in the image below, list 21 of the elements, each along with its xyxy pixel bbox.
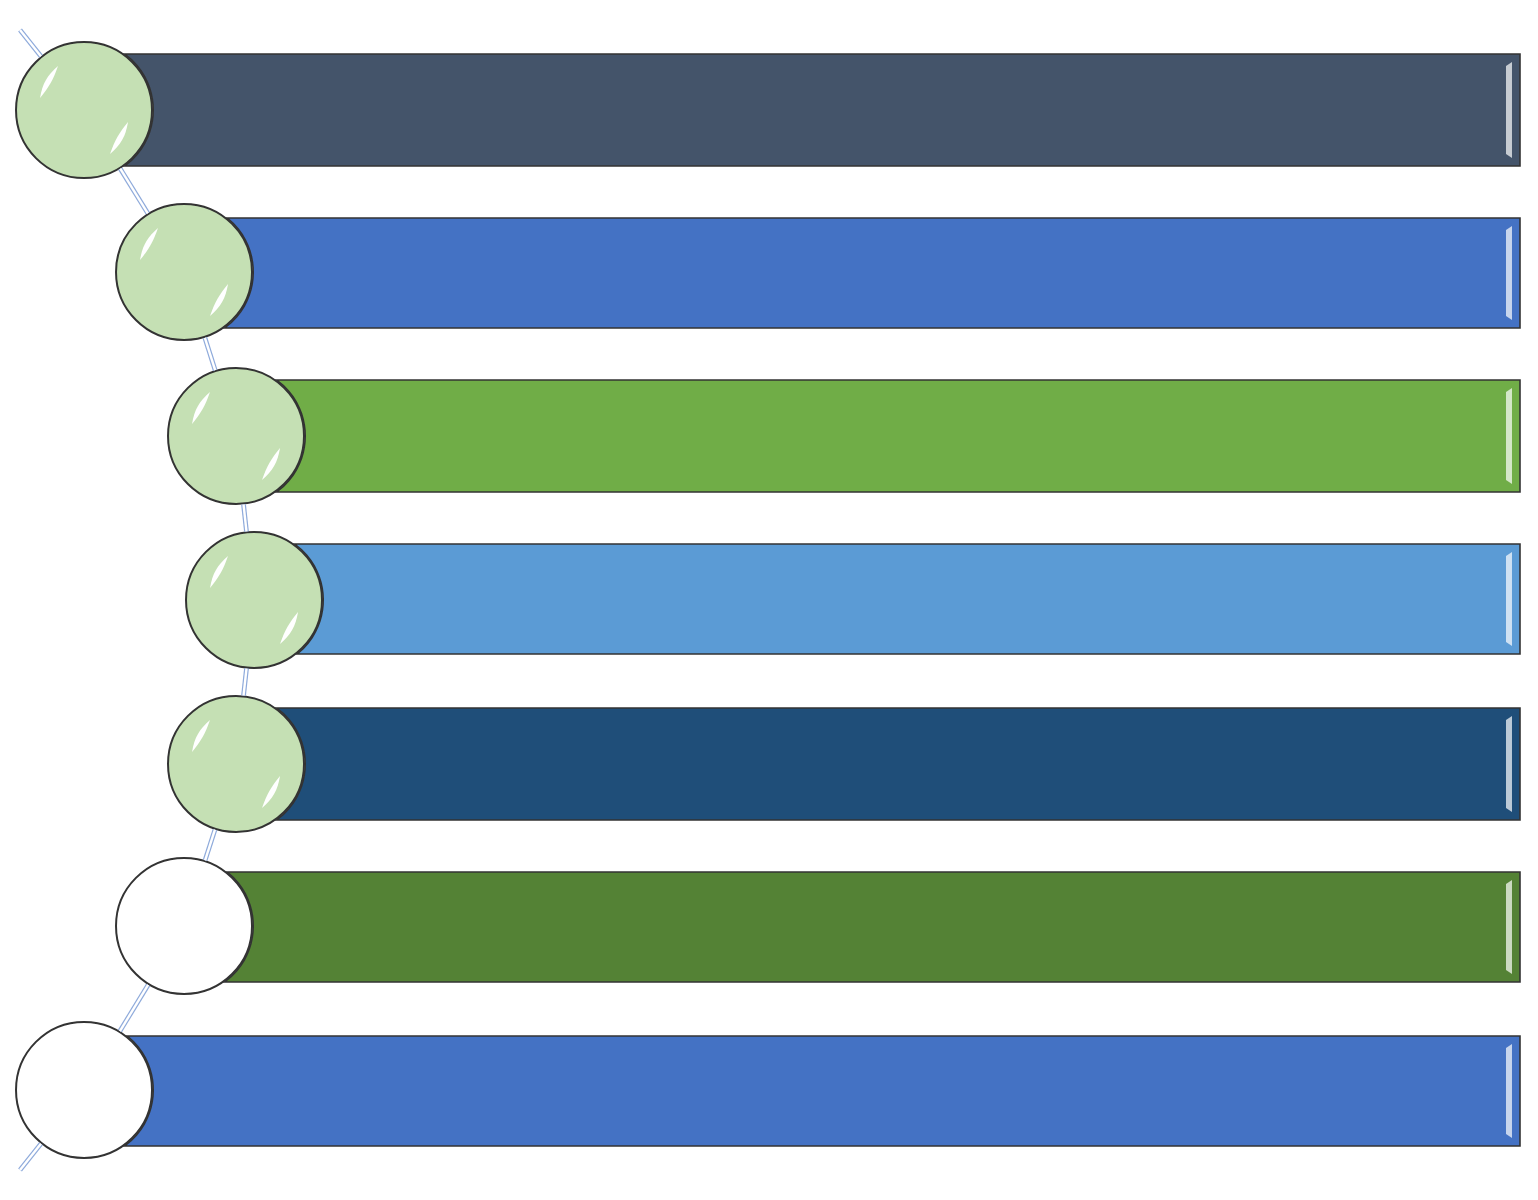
circle <box>167 695 305 833</box>
circle <box>115 857 253 995</box>
circle <box>15 41 153 179</box>
circle <box>185 531 323 669</box>
connector-line <box>241 668 249 696</box>
bar <box>122 1035 1521 1147</box>
connector-line <box>202 337 218 371</box>
connector-line <box>18 28 43 58</box>
connector-line <box>202 828 218 862</box>
connector-line <box>117 983 151 1033</box>
bar <box>222 217 1521 329</box>
circle <box>167 367 305 505</box>
bar <box>222 871 1521 983</box>
connector-line <box>118 167 150 215</box>
bar <box>122 53 1521 167</box>
circle <box>115 203 253 341</box>
circle <box>15 1021 153 1159</box>
bar <box>274 379 1521 493</box>
bar <box>274 707 1521 821</box>
connector-line <box>241 504 249 532</box>
connector-line <box>18 1142 43 1172</box>
